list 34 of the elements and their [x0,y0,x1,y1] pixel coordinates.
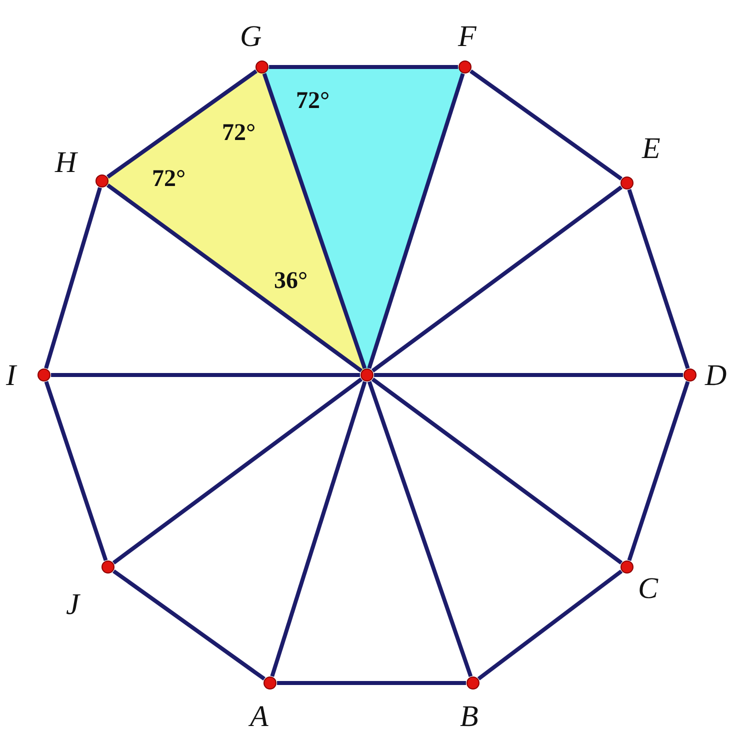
line-segment [270,381,367,677]
line-segment [477,570,623,680]
point-label: E [642,134,660,164]
line-segment [371,186,623,372]
line-segment [277,681,466,685]
point-label: B [460,702,478,732]
angle-label: 72° [222,120,256,146]
line-segment [106,184,363,372]
line-segment [112,569,266,681]
point-label: G [240,22,262,52]
point-label: H [55,148,77,178]
point-label: I [6,361,16,391]
line-segment [367,380,473,678]
point-label: A [250,702,268,732]
line-segment [367,73,465,369]
line-segment [44,187,102,369]
line-segment [269,65,458,69]
line-segment [470,69,622,181]
point-label: D [705,361,727,391]
line-segment [44,381,108,561]
line-segment [112,378,363,564]
line-segment [106,69,258,179]
line-segment [627,189,690,369]
point-label: C [638,574,658,604]
line-segment [374,373,683,377]
line-segment [371,378,623,564]
line-segment [51,373,360,377]
line-segment [262,72,367,370]
angle-label: 72° [296,88,330,114]
point-label: F [458,22,476,52]
point-label: J [66,590,80,620]
angle-label: 72° [152,166,186,192]
line-segment [627,381,690,561]
angle-label: 36° [274,268,308,294]
